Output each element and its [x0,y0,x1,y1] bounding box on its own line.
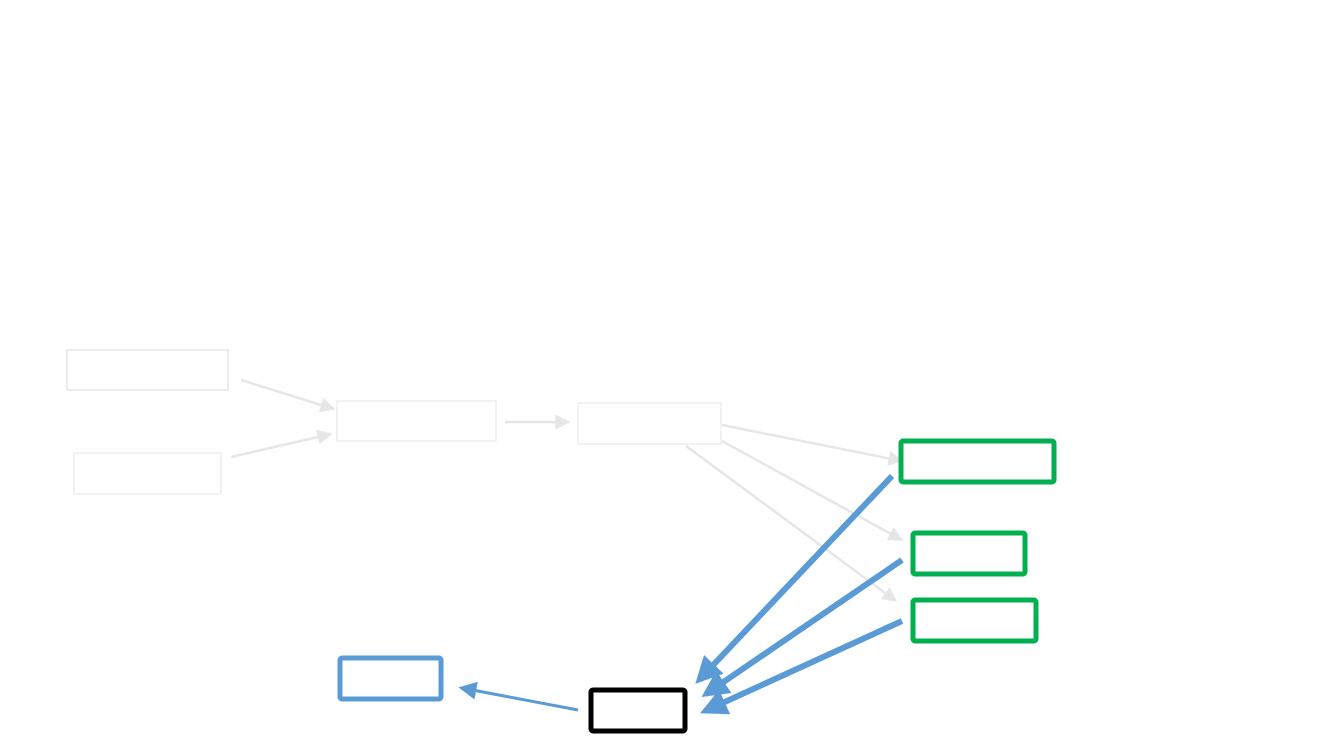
edge-aggregate-to-result [458,681,579,712]
edge-output-2-to-aggregate [701,557,904,698]
node-aggregate [588,687,688,734]
node-output-1 [898,438,1057,485]
node-merge [336,400,497,442]
node-input-bottom-left [73,452,222,495]
edge-input-bottom-left-to-merge [230,429,333,459]
node-input-top-left [66,349,229,391]
edge-split-to-output-2 [721,439,904,542]
edge-output-3-to-aggregate [700,618,904,715]
node-output-3 [910,597,1039,644]
node-split [577,402,722,445]
edge-input-top-left-to-merge [240,378,336,413]
edge-split-to-output-3 [685,444,898,603]
node-result [337,655,444,702]
edge-split-to-output-1 [721,423,904,466]
node-output-2 [910,530,1028,577]
edge-output-1-to-aggregate [695,473,895,684]
